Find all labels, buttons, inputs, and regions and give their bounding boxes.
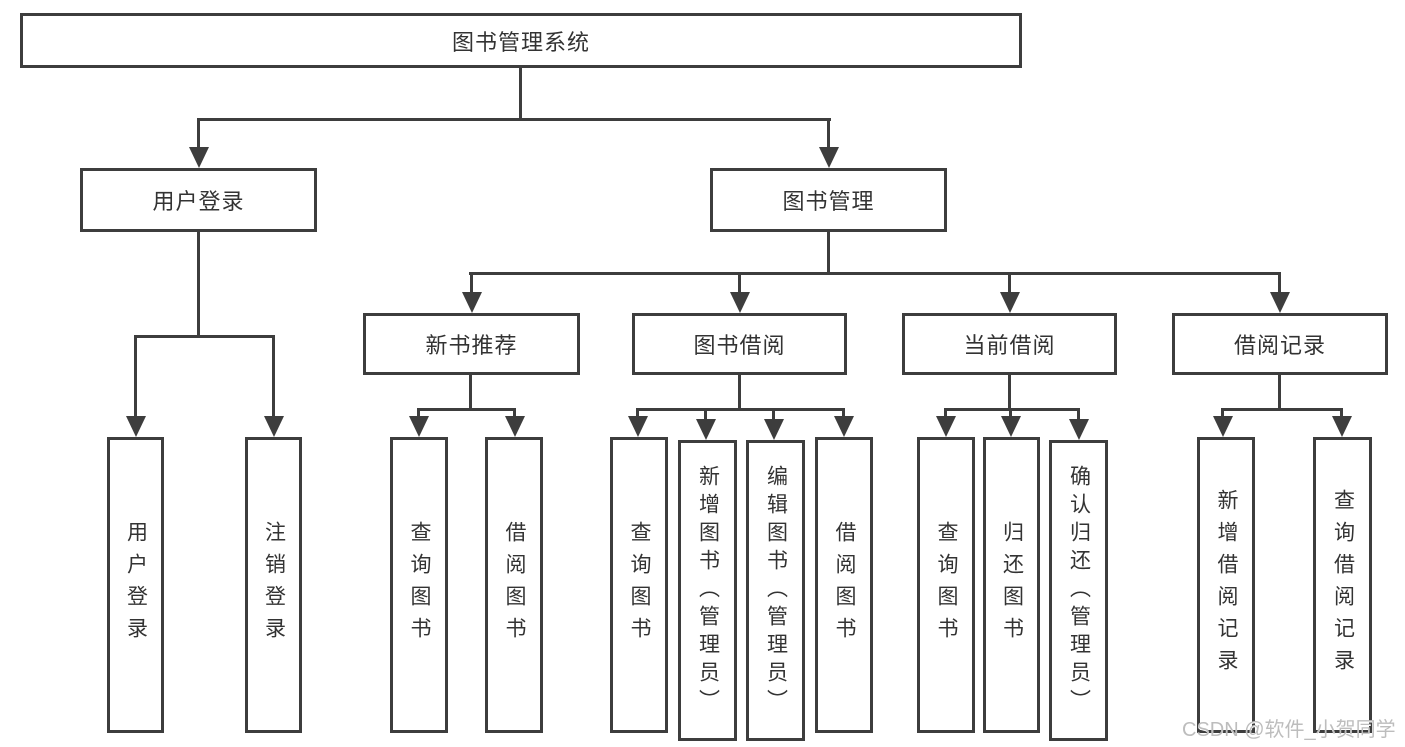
node-user-login: 用户登录: [80, 168, 317, 232]
arrow-down-icon: [1069, 408, 1089, 440]
node-label: 用户登录: [124, 521, 148, 649]
arrow-down-icon: [834, 408, 854, 437]
arrow-down-icon: [1001, 408, 1021, 437]
arrow-down-icon: [409, 408, 429, 437]
node-book-management: 图书管理: [710, 168, 947, 232]
leaf-logout: 注销登录: [245, 437, 302, 733]
connector-line: [469, 272, 1281, 275]
connector-line: [469, 375, 472, 408]
connector-line: [197, 232, 200, 335]
leaf-return-books: 归还图书: [983, 437, 1040, 733]
node-label: 查询图书: [935, 521, 958, 649]
leaf-query-borrow-record: 查询借阅记录: [1313, 437, 1372, 733]
arrow-down-icon: [819, 118, 839, 168]
leaf-query-books: 查询图书: [610, 437, 668, 733]
arrow-down-icon: [1213, 408, 1233, 437]
node-label: 借阅图书: [833, 521, 856, 649]
node-new-book-recommendation: 新书推荐: [363, 313, 580, 375]
arrow-down-icon: [764, 408, 784, 440]
connector-line: [738, 375, 741, 408]
node-label: 借阅图书: [503, 521, 526, 649]
node-label: 借阅记录: [1233, 333, 1326, 358]
node-label: 编辑图书（管理员）: [764, 464, 788, 717]
leaf-confirm-return-admin: 确认归还（管理员）: [1049, 440, 1108, 741]
arrow-down-icon: [126, 335, 146, 437]
node-library-management-system: 图书管理系统: [20, 13, 1022, 68]
node-label: 新增图书（管理员）: [696, 464, 720, 717]
node-label: 注销登录: [262, 521, 286, 649]
arrow-down-icon: [1332, 408, 1352, 437]
node-label: 归还图书: [1000, 521, 1024, 649]
connector-line: [944, 408, 1080, 411]
arrow-down-icon: [628, 408, 648, 437]
leaf-query-books: 查询图书: [390, 437, 448, 733]
node-label: 查询图书: [408, 521, 431, 649]
node-label: 用户登录: [152, 189, 245, 214]
connector-line: [1221, 408, 1343, 411]
connector-line: [134, 335, 275, 338]
node-label: 查询借阅记录: [1331, 489, 1355, 681]
arrow-down-icon: [1000, 272, 1020, 313]
leaf-borrow-books: 借阅图书: [815, 437, 873, 733]
leaf-add-books-admin: 新增图书（管理员）: [678, 440, 737, 741]
node-label: 当前借阅: [963, 333, 1056, 358]
node-book-borrowing: 图书借阅: [632, 313, 847, 375]
connector-line: [197, 118, 831, 121]
node-label: 确认归还（管理员）: [1067, 464, 1091, 717]
connector-line: [636, 408, 845, 411]
node-borrowing-records: 借阅记录: [1172, 313, 1388, 375]
leaf-user-login: 用户登录: [107, 437, 164, 733]
node-current-borrowing: 当前借阅: [902, 313, 1117, 375]
node-label: 图书借阅: [693, 333, 786, 358]
arrow-down-icon: [189, 118, 209, 168]
node-label: 新增借阅记录: [1215, 489, 1238, 681]
leaf-query-books: 查询图书: [917, 437, 975, 733]
node-label: 图书管理: [782, 189, 875, 214]
arrow-down-icon: [462, 272, 482, 313]
connector-line: [1278, 375, 1281, 408]
arrow-down-icon: [696, 408, 716, 440]
connector-line: [519, 68, 522, 118]
arrow-down-icon: [730, 272, 750, 313]
leaf-add-borrow-record: 新增借阅记录: [1197, 437, 1255, 733]
connector-line: [827, 232, 830, 272]
leaf-borrow-books: 借阅图书: [485, 437, 543, 733]
node-label: 查询图书: [628, 521, 651, 649]
node-label: 图书管理系统: [451, 29, 590, 55]
node-label: 新书推荐: [425, 333, 518, 358]
arrow-down-icon: [1270, 272, 1290, 313]
arrow-down-icon: [264, 335, 284, 437]
arrow-down-icon: [936, 408, 956, 437]
leaf-edit-books-admin: 编辑图书（管理员）: [746, 440, 805, 741]
connector-line: [417, 408, 516, 411]
connector-line: [1008, 375, 1011, 408]
watermark: CSDN @软件_小贺同学: [1182, 719, 1396, 741]
arrow-down-icon: [505, 408, 525, 437]
